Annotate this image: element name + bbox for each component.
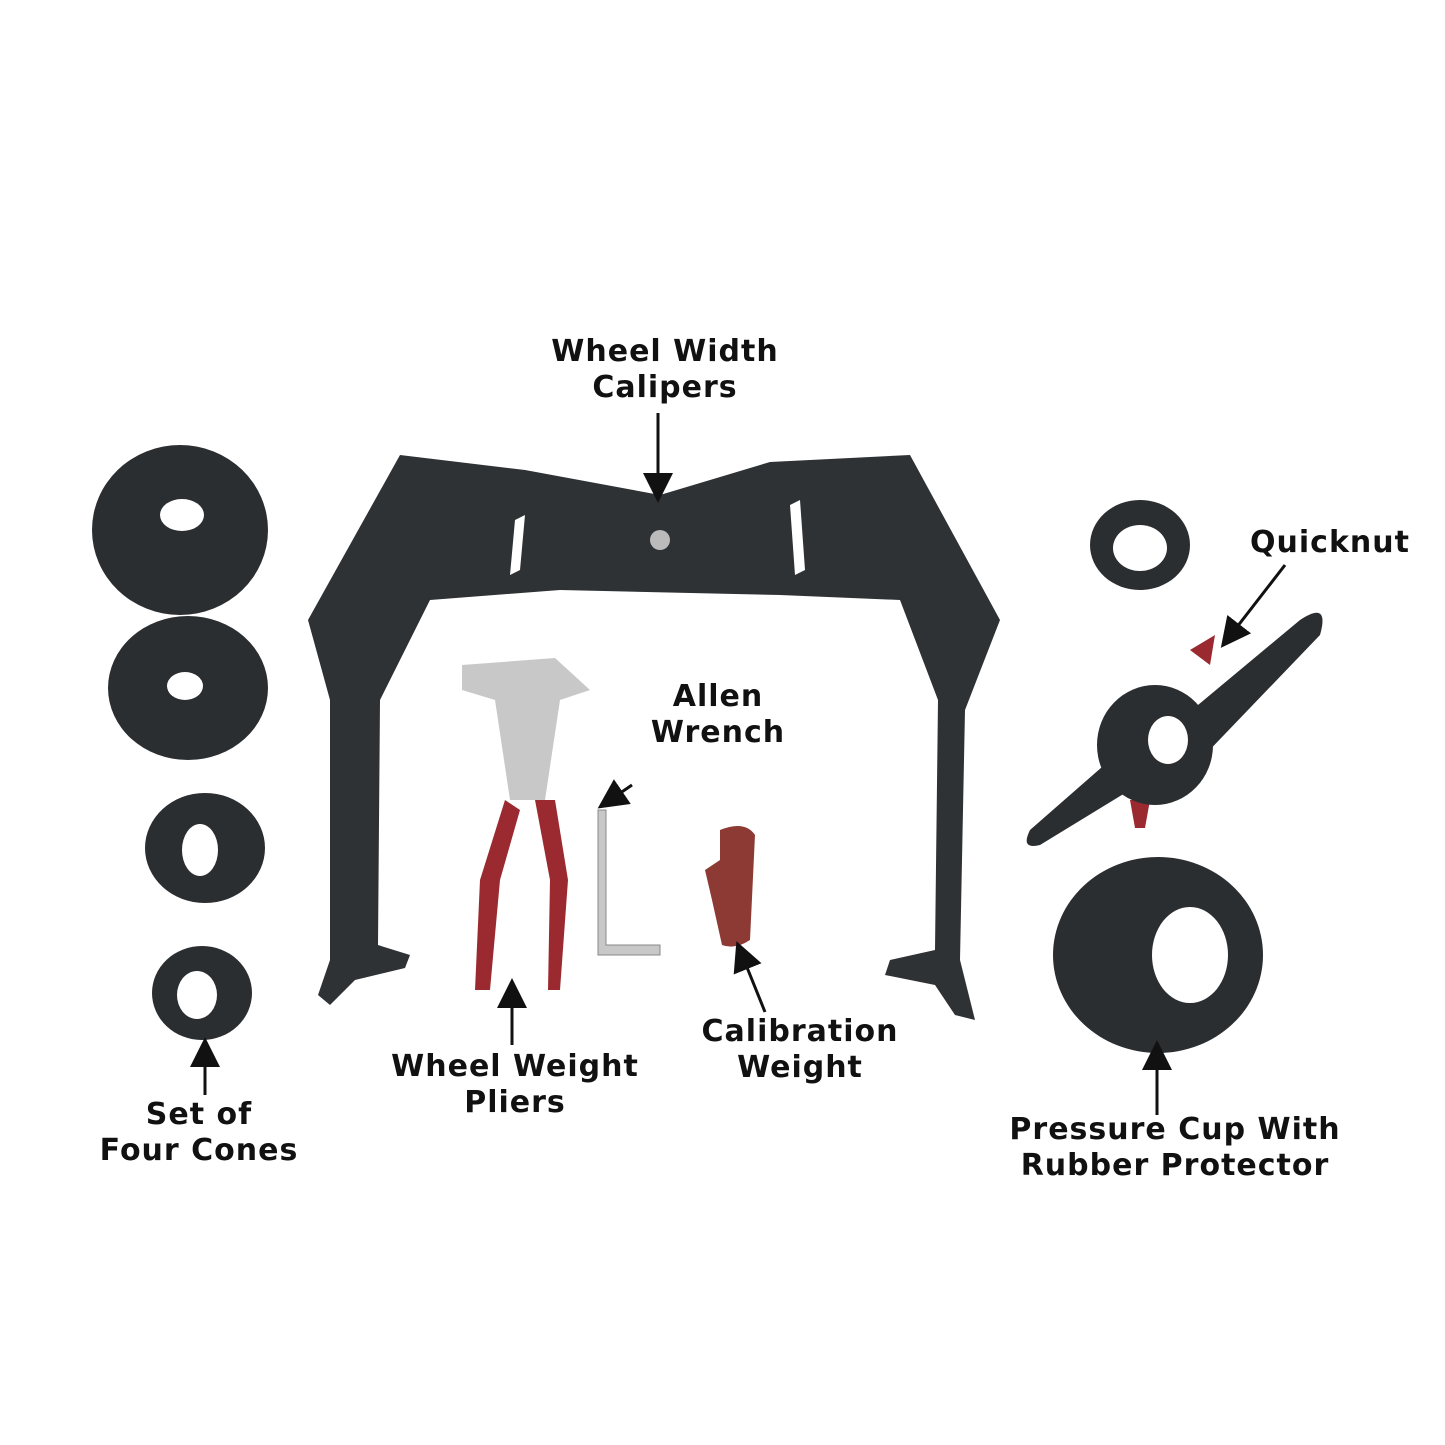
label-calibration-weight: Calibration Weight bbox=[702, 1014, 899, 1086]
quicknut bbox=[1026, 612, 1323, 846]
label-calipers: Wheel Width Calipers bbox=[551, 334, 778, 406]
label-line: Four Cones bbox=[99, 1133, 299, 1168]
label-line: Pressure Cup With bbox=[1009, 1112, 1341, 1147]
label-allen-wrench: Allen Wrench bbox=[651, 679, 785, 751]
allen-wrench bbox=[597, 809, 661, 956]
label-cones: Set of Four Cones bbox=[100, 1097, 299, 1169]
label-line: Wheel Weight bbox=[391, 1049, 639, 1084]
label-line: Wrench bbox=[650, 715, 786, 750]
label-line: Set of bbox=[145, 1097, 253, 1132]
label-line: Allen bbox=[672, 679, 764, 714]
label-pressure-cup: Pressure Cup With Rubber Protector bbox=[1009, 1112, 1340, 1184]
label-line: Calibration bbox=[701, 1014, 899, 1049]
label-line: Pliers bbox=[464, 1085, 566, 1120]
label-line: Calipers bbox=[592, 370, 738, 405]
cone-3 bbox=[145, 793, 265, 903]
label-quicknut: Quicknut bbox=[1250, 525, 1410, 561]
cone-1 bbox=[92, 445, 268, 615]
calibration-weight bbox=[705, 826, 755, 947]
label-arrows bbox=[190, 413, 1287, 1115]
label-pliers: Wheel Weight Pliers bbox=[391, 1049, 639, 1121]
label-line: Wheel Width bbox=[551, 334, 779, 369]
label-line: Rubber Protector bbox=[1020, 1148, 1330, 1183]
label-line: Weight bbox=[737, 1050, 863, 1085]
cone-4 bbox=[152, 946, 252, 1040]
wheel-weight-pliers bbox=[462, 658, 590, 990]
pressure-cup bbox=[1053, 857, 1263, 1053]
label-line: Quicknut bbox=[1250, 525, 1410, 560]
rubber-ring bbox=[1090, 500, 1190, 590]
wheel-width-caliper bbox=[308, 455, 1000, 1020]
cone-2 bbox=[108, 616, 268, 760]
